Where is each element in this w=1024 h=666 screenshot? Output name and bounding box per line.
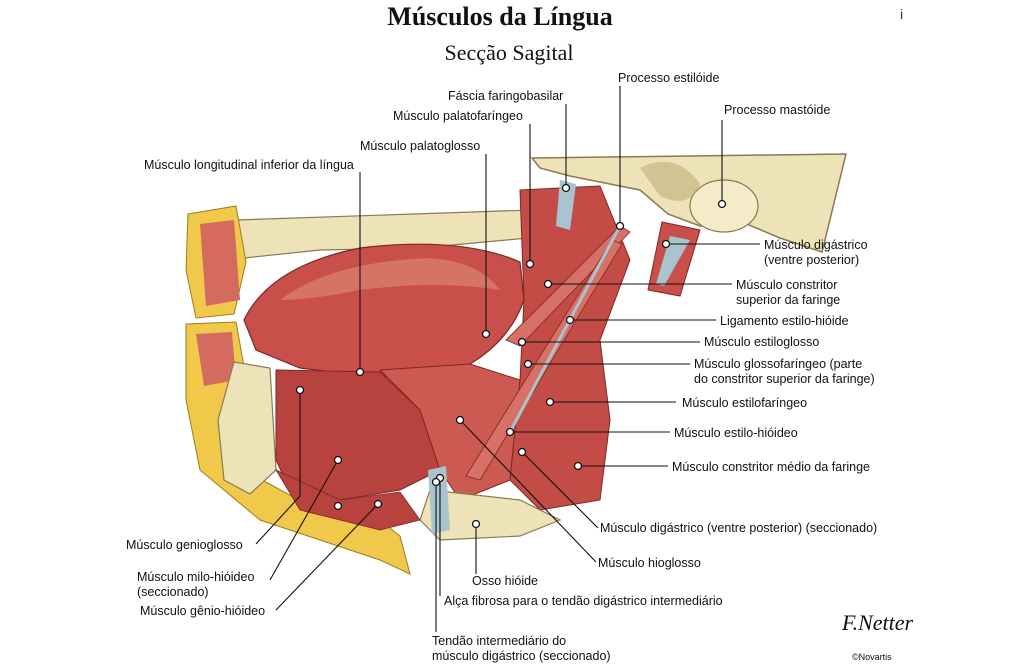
styloglossus-band — [505, 225, 631, 347]
label-glossofaringeo: Músculo glossofaríngeo (parte do constri… — [694, 357, 875, 386]
label-digastrico-posterior: Músculo digástrico (ventre posterior) — [764, 238, 868, 267]
genioglossus-muscle — [275, 369, 441, 501]
skull-shadow — [640, 161, 700, 201]
label-osso-hioide: Osso hióide — [472, 574, 539, 588]
diagram-subtitle: Secção Sagital — [444, 40, 574, 65]
copyright-notice: ©Novartis — [852, 652, 892, 662]
leader-lines — [255, 86, 760, 632]
label-palatofaringeo: Músculo palatofaríngeo — [393, 109, 523, 123]
label-estilo-hioideo: Músculo estilo-hióideo — [674, 426, 798, 440]
label-processo-estiloide: Processo estilóide — [618, 71, 720, 85]
label-estiloglosso: Músculo estiloglosso — [704, 335, 820, 349]
mylohyoid-muscle — [274, 469, 421, 531]
label-ligamento-estilo-hioide: Ligamento estilo-hióide — [720, 314, 849, 328]
label-constritor-medio: Músculo constritor médio da faringe — [672, 460, 871, 474]
lower-lip-muscle — [196, 332, 236, 386]
pin-markers — [295, 183, 727, 529]
label-hioglosso: Músculo hioglosso — [598, 556, 701, 570]
pharyngobasilar-fascia — [556, 180, 576, 230]
label-estilofaringeo: Músculo estilofaríngeo — [682, 396, 808, 410]
label-constritor-superior: Músculo constritor superior da faringe — [736, 278, 841, 307]
stray-mark: i — [900, 6, 904, 22]
label-processo-mastoide: Processo mastóide — [724, 103, 831, 117]
mandible — [217, 361, 277, 495]
diagram-title: Músculos da Língua — [387, 2, 613, 31]
upper-lip-muscle — [200, 220, 240, 306]
tongue-highlight — [280, 258, 500, 300]
label-alca-fibrosa: Alça fibrosa para o tendão digástrico in… — [444, 594, 723, 608]
artist-signature: F.Netter — [842, 610, 914, 635]
label-tendao-intermediario: Tendão intermediário do músculo digástri… — [432, 634, 611, 663]
stylohyoid-ligament — [508, 225, 622, 433]
label-longitudinal-inferior: Músculo longitudinal inferior da língua — [144, 158, 354, 172]
label-genioglosso: Músculo genioglosso — [126, 538, 243, 552]
label-digastrico-seccionado: Músculo digástrico (ventre posterior) (s… — [600, 521, 878, 535]
label-genio-hioideo: Músculo gênio-hióideo — [140, 604, 266, 618]
label-milo-hioideo: Músculo milo-hióideo (seccionado) — [137, 570, 255, 599]
stylohyoid-band — [465, 239, 623, 481]
label-palatoglosso: Músculo palatoglosso — [360, 139, 481, 153]
label-fascia-faringobasilar: Fáscia faringobasilar — [448, 89, 564, 103]
digastric-posterior-tendon-stripe — [656, 236, 690, 286]
skull-base — [530, 153, 847, 253]
